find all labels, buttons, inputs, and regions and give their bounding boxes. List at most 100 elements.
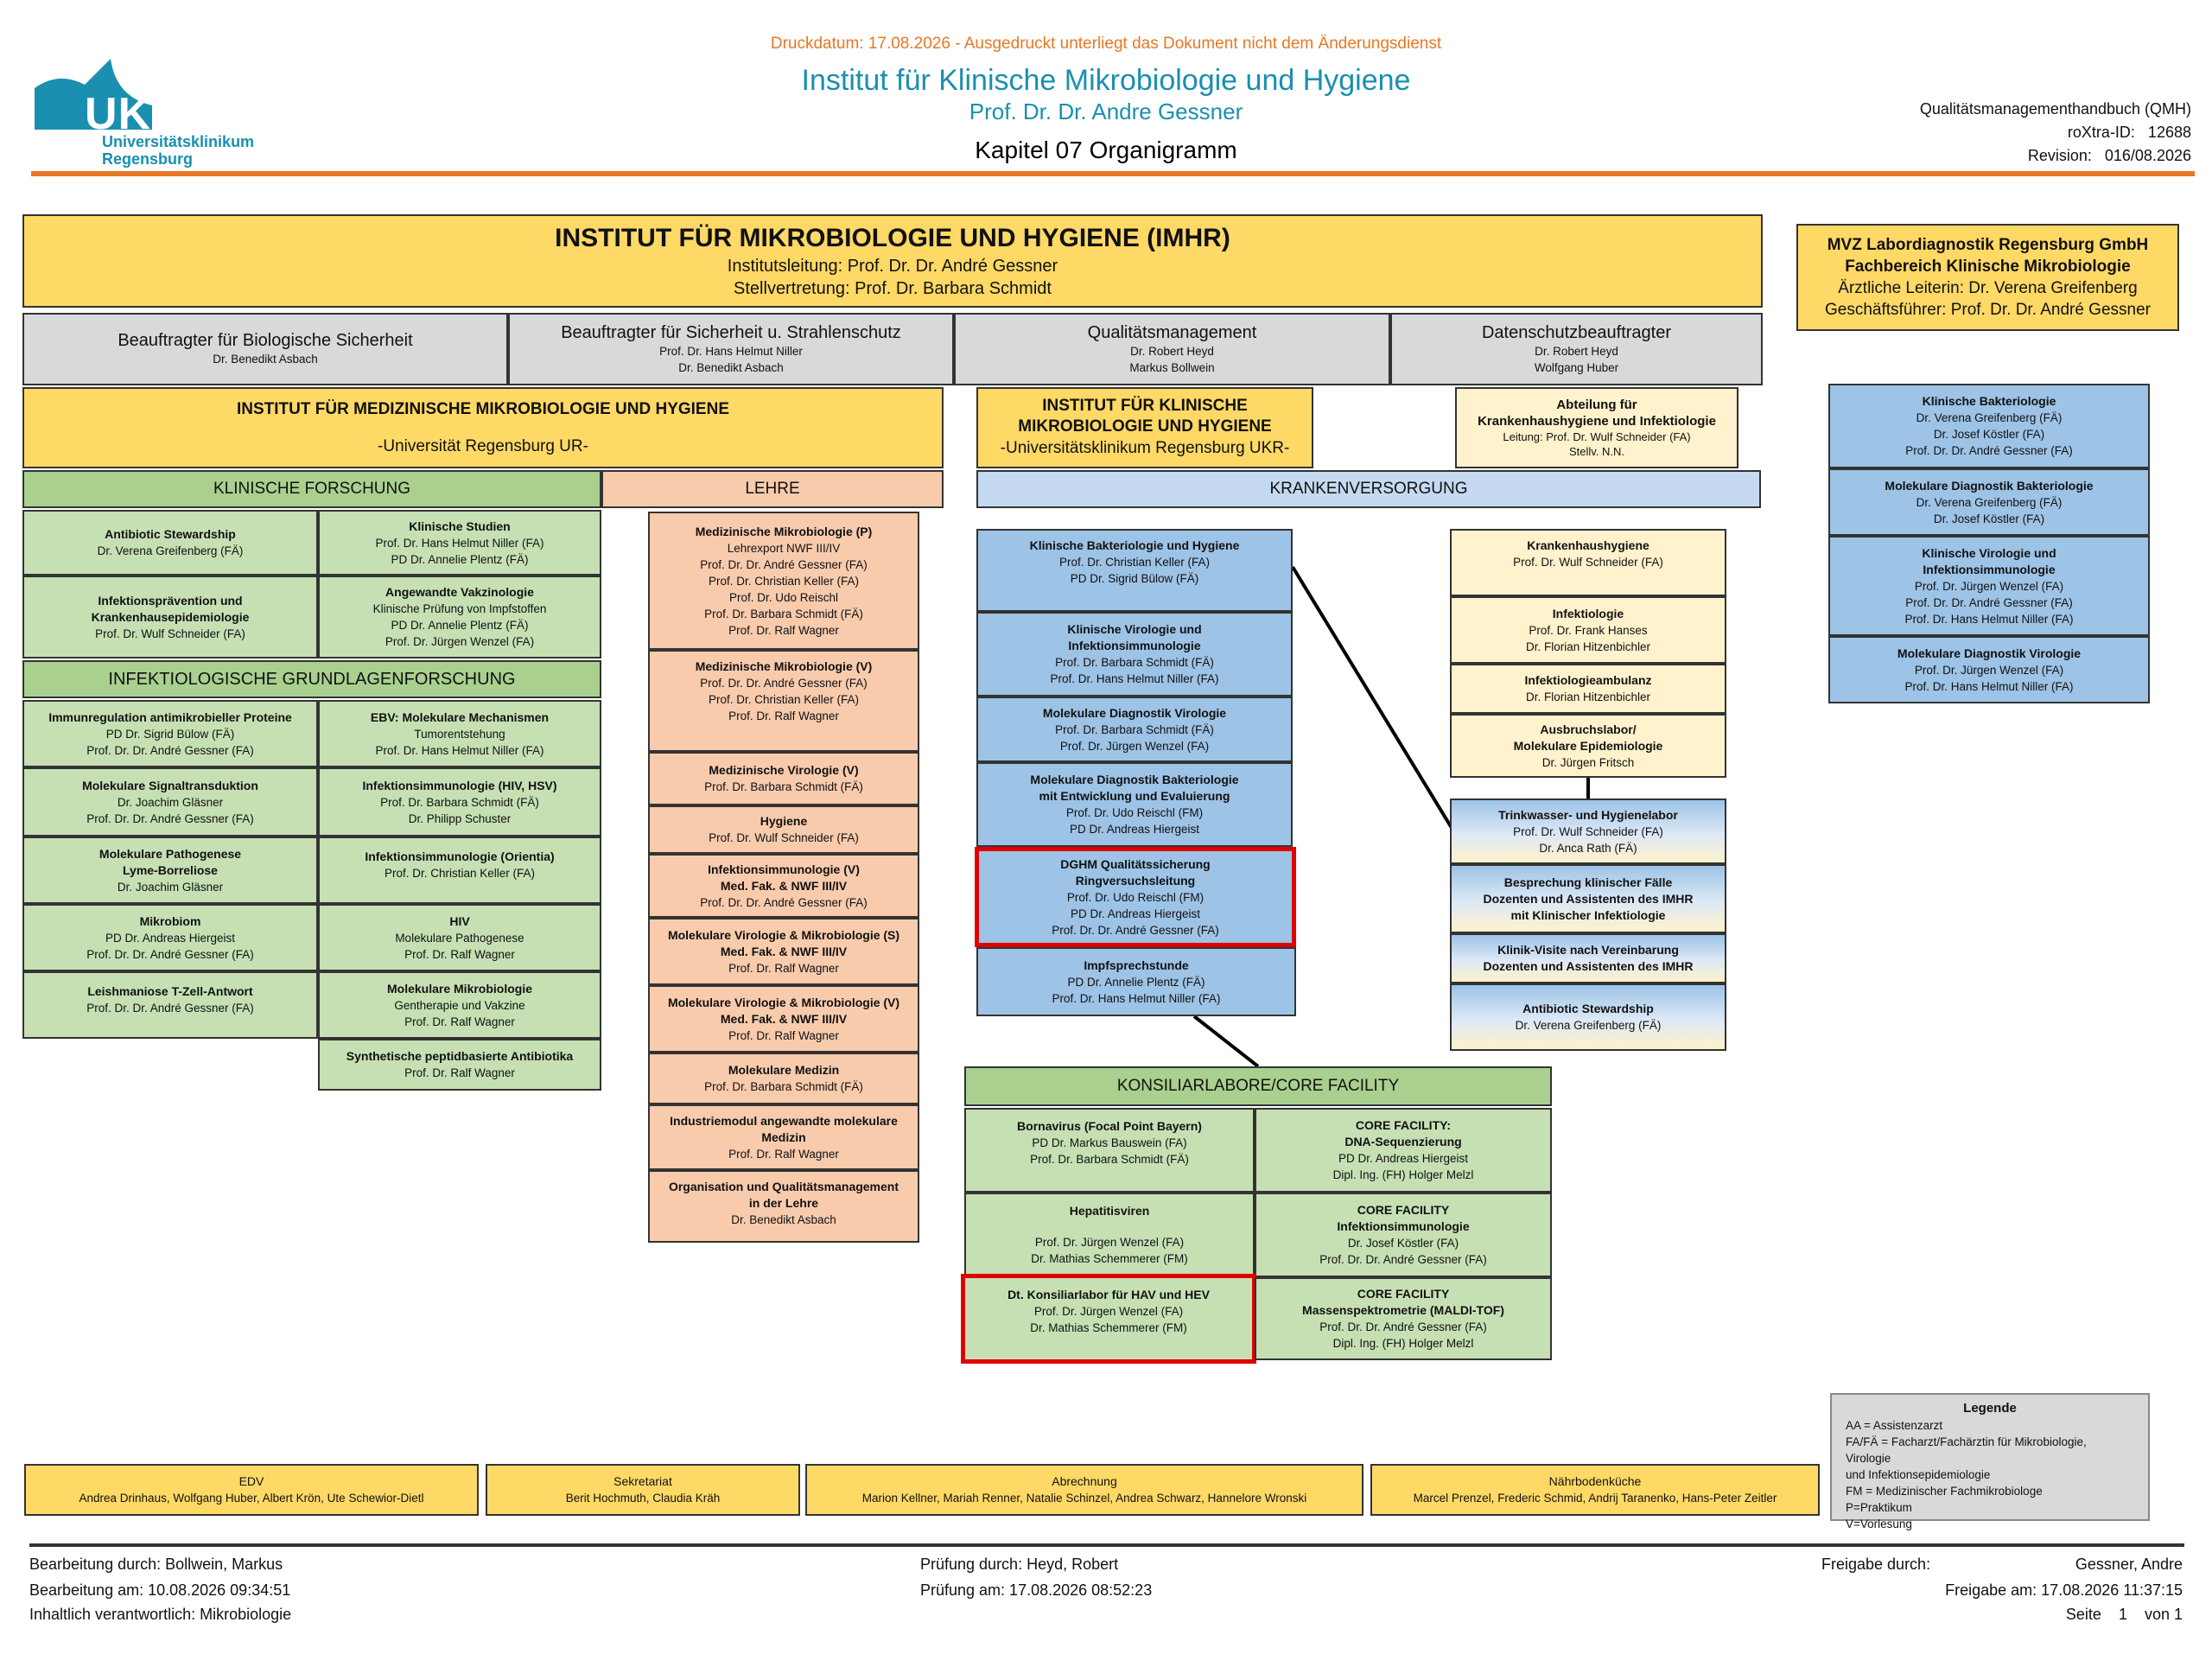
mvz-line1: MVZ Labordiagnostik Regensburg GmbH xyxy=(1827,236,2149,254)
kf-klinische-studien: Klinische Studien Prof. Dr. Hans Helmut … xyxy=(318,510,601,576)
lehre-mol-virologie-s: Molekulare Virologie & Mikrobiologie (S)… xyxy=(648,918,919,985)
lehre-infektionsimmunologie: Infektionsimmunologie (V) Med. Fak. & NW… xyxy=(648,854,919,918)
qmh-label: Qualitätsmanagementhandbuch (QMH) xyxy=(1919,100,2191,118)
legend-item: V=Vorlesung xyxy=(1846,1517,1912,1530)
chapter-title: Kapitel 07 Organigramm xyxy=(975,137,1237,163)
officer-title: Datenschutzbeauftragter xyxy=(1481,322,1672,342)
officer-privacy: Datenschutzbeauftragter Dr. Robert Heyd … xyxy=(1390,313,1763,385)
kf-antibiotic-stewardship: Antibiotic Stewardship Dr. Verena Greife… xyxy=(22,510,318,576)
ig-mikrobiom: Mikrobiom PD Dr. Andreas Hiergeist Prof.… xyxy=(22,904,318,971)
officer-names: Dr. Robert Heyd Markus Bollwein xyxy=(1129,344,1215,374)
officer-title: Qualitätsmanagement xyxy=(1087,322,1257,342)
legend-item: und Infektionsepidemiologie xyxy=(1846,1468,1991,1481)
ig-ebv: EBV: Molekulare Mechanismen Tumorentsteh… xyxy=(318,700,601,767)
footer-freigabe-name: Gessner, Andre xyxy=(2075,1556,2183,1573)
lehre-mikro-p: Medizinische Mikrobiologie (P) Lehrexpor… xyxy=(648,512,919,650)
logo-subtitle-2: Regensburg xyxy=(102,150,194,168)
ig-leishmaniose: Leishmaniose T-Zell-Antwort Prof. Dr. Dr… xyxy=(22,971,318,1039)
hyg-ausbruchslabor: Ausbruchslabor/ Molekulare Epidemiologie… xyxy=(1450,714,1726,778)
kv-mol-diagnostik-virologie: Molekulare Diagnostik Virologie Prof. Dr… xyxy=(976,697,1293,762)
abteilung-title: Abteilung für Krankenhaushygiene und Inf… xyxy=(1478,398,1716,429)
ig-immunregulation: Immunregulation antimikrobieller Protein… xyxy=(22,700,318,767)
ukr-inst-sub: -Universitätsklinikum Regensburg UKR- xyxy=(1000,439,1290,457)
bottom-sekretariat: Sekretariat Berit Hochmuth, Claudia Kräh xyxy=(486,1464,800,1516)
bottom-edv: EDV Andrea Drinhaus, Wolfgang Huber, Alb… xyxy=(24,1464,479,1516)
grad-antibiotic-stewardship: Antibiotic Stewardship Dr. Verena Greife… xyxy=(1450,983,1726,1051)
grad-trinkwasser: Trinkwasser- und Hygienelabor Prof. Dr. … xyxy=(1450,799,1726,864)
imm-ur-title: INSTITUT FÜR MEDIZINISCHE MIKROBIOLOGIE … xyxy=(236,399,729,418)
imhr-deputy: Stellvertretung: Prof. Dr. Barbara Schmi… xyxy=(734,279,1052,298)
print-notice: Druckdatum: 17.08.2026 - Ausgedruckt unt… xyxy=(770,35,1442,53)
officer-radiation: Beauftragter für Sicherheit u. Strahlens… xyxy=(508,313,954,385)
lehre-mikro-v: Medizinische Mikrobiologie (V) Prof. Dr.… xyxy=(648,650,919,752)
officer-title: Beauftragter für Sicherheit u. Strahlens… xyxy=(561,322,901,342)
footer-freigabe-am: Freigabe am: 17.08.2026 11:37:15 xyxy=(1945,1581,2183,1599)
institute-name: Institut für Klinische Mikrobiologie und… xyxy=(801,64,1411,97)
roxtra-id: roXtra-ID: 12688 xyxy=(2067,124,2191,141)
officer-quality: Qualitätsmanagement Dr. Robert Heyd Mark… xyxy=(954,313,1390,385)
imhr-main-box: INSTITUT FÜR MIKROBIOLOGIE UND HYGIENE (… xyxy=(22,214,1763,308)
kf-infektionspraevention: Infektionsprävention und Krankenhausepid… xyxy=(22,576,318,659)
grad-besprechung: Besprechung klinischer Fälle Dozenten un… xyxy=(1450,864,1726,933)
bottom-naehrbodenkueche: Nährbodenküche Marcel Prenzel, Frederic … xyxy=(1370,1464,1820,1516)
abteilung-names: Leitung: Prof. Dr. Wulf Schneider (FA) S… xyxy=(1503,430,1691,458)
footer-pruefung-am: Prüfung am: 17.08.2026 08:52:23 xyxy=(920,1581,1153,1599)
section-lehre: LEHRE xyxy=(601,470,944,508)
lehre-molekulare-medizin: Molekulare Medizin Prof. Dr. Barbara Sch… xyxy=(648,1053,919,1104)
lehre-mol-virologie-v: Molekulare Virologie & Mikrobiologie (V)… xyxy=(648,985,919,1053)
mvz-box: MVZ Labordiagnostik Regensburg GmbH Fach… xyxy=(1796,224,2179,331)
ig-orientia: Infektionsimmunologie (Orientia) Prof. D… xyxy=(318,837,601,904)
footer-pruefung-durch: Prüfung durch: Heyd, Robert xyxy=(920,1556,1119,1573)
lehre-industriemodul: Industriemodul angewandte molekulare Med… xyxy=(648,1104,919,1170)
footer-seite: Seite 1 von 1 xyxy=(2065,1606,2183,1623)
footer-bearbeitung-am: Bearbeitung am: 10.08.2026 09:34:51 xyxy=(29,1581,291,1599)
kv-virologie: Klinische Virologie und Infektionsimmuno… xyxy=(976,612,1293,697)
bottom-abrechnung: Abrechnung Marion Kellner, Mariah Renner… xyxy=(805,1464,1363,1516)
konsiliar-hepatitisviren: Hepatitisviren Prof. Dr. Jürgen Wenzel (… xyxy=(964,1193,1255,1277)
section-krankenversorgung: KRANKENVERSORGUNG xyxy=(976,470,1761,508)
kv-impfsprechstunde: Impfsprechstunde PD Dr. Annelie Plentz (… xyxy=(976,947,1296,1016)
ig-peptid-antibiotika: Synthetische peptidbasierte Antibiotika … xyxy=(318,1039,601,1091)
section-infektiologische-grundlagen: INFEKTIOLOGISCHE GRUNDLAGENFORSCHUNG xyxy=(22,660,601,698)
kv-mol-diagnostik-bakteriologie: Molekulare Diagnostik Bakteriologie mit … xyxy=(976,762,1293,847)
officer-names: Dr. Benedikt Asbach xyxy=(213,353,318,366)
mvz-mol-diagnostik-virologie: Molekulare Diagnostik Virologie Prof. Dr… xyxy=(1828,636,2150,703)
ig-molekulare-mikrobiologie: Molekulare Mikrobiologie Gentherapie und… xyxy=(318,971,601,1039)
hyg-infektiologieambulanz: Infektiologieambulanz Dr. Florian Hitzen… xyxy=(1450,664,1726,714)
mvz-mol-diagnostik-bakteriologie: Molekulare Diagnostik Bakteriologie Dr. … xyxy=(1828,468,2150,536)
abteilung-box: Abteilung für Krankenhaushygiene und Inf… xyxy=(1455,387,1738,468)
konsiliar-hav-hev: Dt. Konsiliarlabor für HAV und HEV Prof.… xyxy=(961,1274,1256,1364)
mvz-line3: Ärztliche Leiterin: Dr. Verena Greifenbe… xyxy=(1838,279,2138,297)
ukr-inst-title: INSTITUT FÜR KLINISCHE MIKROBIOLOGIE UND… xyxy=(1018,397,1272,436)
kf-vakzinologie: Angewandte Vakzinologie Klinische Prüfun… xyxy=(318,576,601,659)
mvz-line2: Fachbereich Klinische Mikrobiologie xyxy=(1845,258,2131,276)
imhr-title: INSTITUT FÜR MIKROBIOLOGIE UND HYGIENE (… xyxy=(555,224,1230,252)
officer-bio-safety: Beauftragter für Biologische Sicherheit … xyxy=(22,313,508,385)
kv-dghm-qualitaetssicherung: DGHM Qualitätssicherung Ringversuchsleit… xyxy=(975,847,1296,947)
mvz-line4: Geschäftsführer: Prof. Dr. Dr. André Ges… xyxy=(1825,301,2151,319)
lehre-organisation-qm: Organisation und Qualitätsmanagement in … xyxy=(648,1170,919,1243)
hyg-krankenhaushygiene: Krankenhaushygiene Prof. Dr. Wulf Schnei… xyxy=(1450,529,1726,596)
lehre-virologie-v: Medizinische Virologie (V) Prof. Dr. Bar… xyxy=(648,752,919,805)
logo-fin-icon xyxy=(35,59,152,130)
imm-ur-box: INSTITUT FÜR MEDIZINISCHE MIKROBIOLOGIE … xyxy=(22,387,944,468)
ig-hiv-hsv: Infektionsimmunologie (HIV, HSV) Prof. D… xyxy=(318,767,601,837)
lehre-hygiene: Hygiene Prof. Dr. Wulf Schneider (FA) xyxy=(648,805,919,854)
legend-item: FA/FÄ = Facharzt/Fachärztin für Mikrobio… xyxy=(1846,1435,2087,1465)
footer-divider xyxy=(29,1543,2184,1547)
header-divider xyxy=(31,171,2195,176)
officer-title: Beauftragter für Biologische Sicherheit xyxy=(118,331,413,350)
ig-hiv: HIV Molekulare Pathogenese Prof. Dr. Ral… xyxy=(318,904,601,971)
officer-names: Prof. Dr. Hans Helmut Niller Dr. Benedik… xyxy=(659,344,803,374)
legend-title: Legende xyxy=(1963,1401,2017,1416)
konsiliar-core-infektionsimmunologie: CORE FACILITY Infektionsimmunologie Dr. … xyxy=(1255,1193,1552,1277)
logo-text: UKR xyxy=(85,89,185,139)
kv-bakteriologie-hygiene: Klinische Bakteriologie und Hygiene Prof… xyxy=(976,529,1293,612)
grad-klinik-visite: Klinik-Visite nach Vereinbarung Dozenten… xyxy=(1450,933,1726,983)
officer-names: Dr. Robert Heyd Wolfgang Huber xyxy=(1534,344,1619,374)
logo-subtitle-1: Universitätsklinikum xyxy=(102,133,255,150)
section-konsiliarlabore: KONSILIARLABORE/CORE FACILITY xyxy=(964,1066,1552,1106)
mvz-klinische-bakteriologie: Klinische Bakteriologie Dr. Verena Greif… xyxy=(1828,384,2150,468)
imhr-lead: Institutsleitung: Prof. Dr. Dr. André Ge… xyxy=(727,257,1058,276)
hyg-infektiologie: Infektiologie Prof. Dr. Frank Hanses Dr.… xyxy=(1450,596,1726,664)
